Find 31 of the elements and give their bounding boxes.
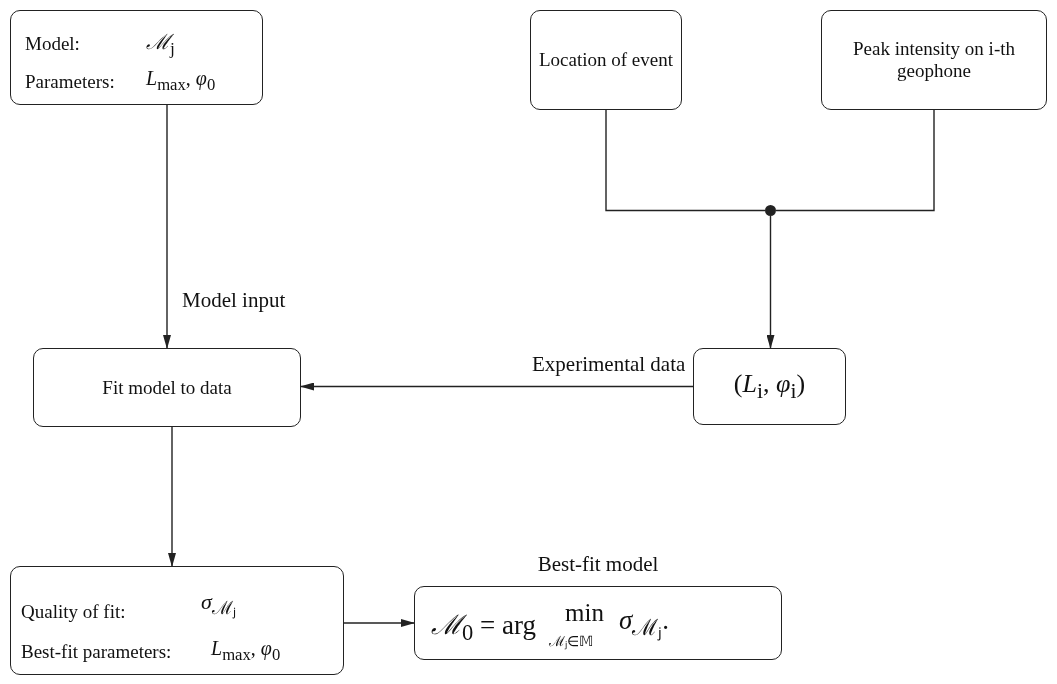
arrow (300, 382, 694, 391)
node-text: Quality of fit: (21, 601, 126, 623)
node-text: Location of event (539, 49, 673, 71)
connector-line (605, 109, 766, 212)
process-box (693, 348, 846, 425)
node-text: ℳ$_{j}$ (146, 29, 175, 60)
node-text: L$_{max}$, φ$_{0}$ (146, 67, 216, 95)
model-box (10, 10, 263, 105)
arrow (163, 104, 171, 349)
node-text: min (565, 599, 604, 627)
arrow (168, 426, 176, 567)
connector-line (775, 109, 935, 212)
process-box (530, 10, 682, 110)
result-box (10, 566, 344, 675)
junction-dot (765, 205, 776, 216)
node-text: σ$_{ℳⱼ}$ (201, 589, 236, 620)
node-text: ℳⱼ∈𝕄 (549, 633, 593, 650)
node-text: Best-fit parameters: (21, 641, 172, 663)
node-text: ℳ$_{0}$ = arg (431, 609, 536, 647)
node-text: (L$_{i}$, φ$_{i}$) (733, 368, 806, 405)
node-text: Fit model to data (102, 376, 232, 399)
node-text: Model: (25, 33, 80, 55)
process-box (821, 10, 1047, 110)
node-text: Parameters: (25, 71, 115, 93)
process-box (33, 348, 301, 427)
node-text: Peak intensity on i-th geophone (852, 38, 1016, 82)
result-box (414, 586, 782, 660)
node-text: L$_{max}$, φ$_{0}$ (211, 637, 281, 665)
node-text: σ$_{ℳⱼ}$. (619, 605, 670, 643)
arrow (766, 215, 775, 349)
arrow (343, 619, 415, 627)
